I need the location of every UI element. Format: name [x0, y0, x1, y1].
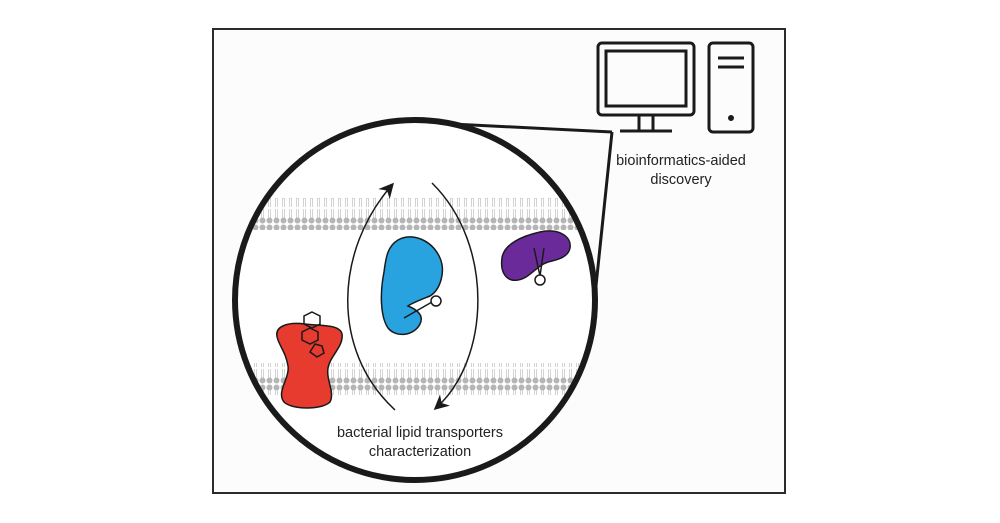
blue-binding-protein: [380, 236, 444, 336]
circle-caption-line2: characterization: [368, 444, 472, 460]
arrow-down: [431, 182, 479, 410]
circle-caption: bacterial lipid transporters characteriz…: [300, 424, 540, 462]
lipid-headgroup-purple: [534, 274, 546, 286]
ligand-rings-icon: [301, 311, 325, 358]
zoom-connector-bottom: [592, 131, 614, 306]
lipid-ligand-blue: [403, 301, 433, 319]
computer-caption: bioinformatics-aided discovery: [596, 152, 766, 190]
upper-membrane: [235, 198, 595, 230]
circle-caption-line1: bacterial lipid transporters: [336, 425, 504, 441]
zoom-connector-top: [451, 122, 613, 134]
computer-tower-icon: [707, 41, 755, 134]
monitor-icon: [596, 41, 696, 133]
arrow-up: [347, 182, 396, 411]
zoom-circle: [232, 117, 598, 483]
red-transporter-protein: [276, 322, 343, 409]
computer-caption-line1: bioinformatics-aided: [616, 153, 746, 169]
lipid-ligand-purple: [533, 247, 545, 277]
computer-caption-line2: discovery: [650, 172, 712, 188]
lipid-headgroup-blue: [430, 295, 442, 307]
